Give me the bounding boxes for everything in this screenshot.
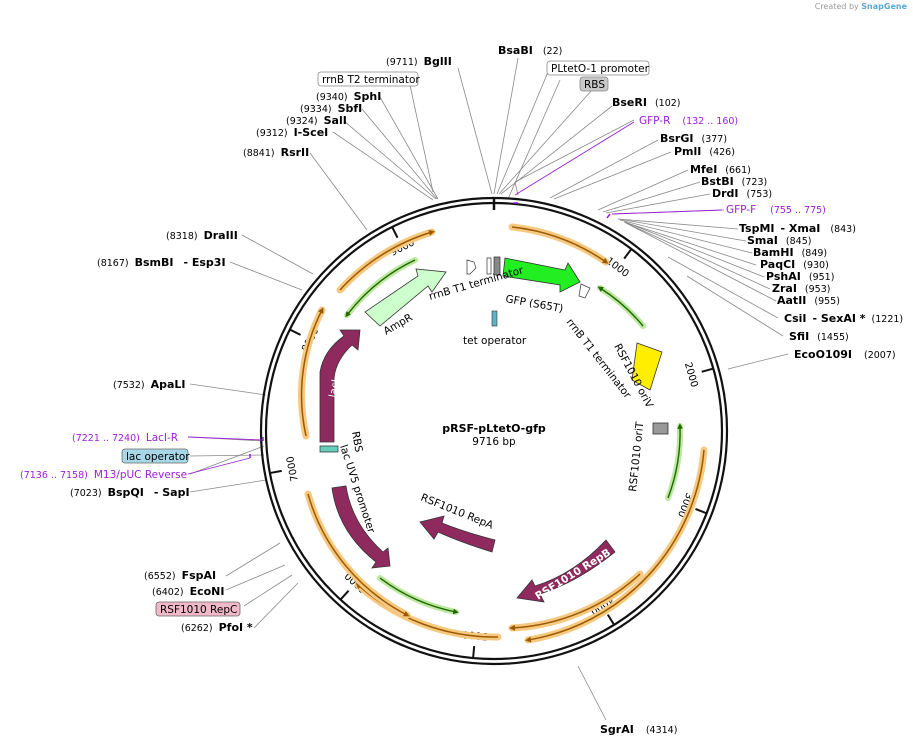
enzyme-aatii: AatII(955) <box>777 294 840 307</box>
snapgene-credit: Created by SnapGene <box>815 2 907 11</box>
tick-mark <box>701 367 714 373</box>
repb-feature[interactable] <box>516 539 616 603</box>
enzyme-bglii: (9711)BglII <box>386 55 452 68</box>
enzyme-tspmi: TspMI- XmaI(843) <box>739 222 856 235</box>
enzyme-sgrai: SgrAI(4314) <box>600 723 677 736</box>
enzyme-bseri: BseRI(102) <box>612 96 681 109</box>
enzyme-csii: CsiI- SexAI *(1221) <box>784 312 903 325</box>
primer-marks <box>249 202 611 458</box>
label-rbs-inner: RBS <box>349 430 365 453</box>
label-tet-operator: tet operator <box>463 335 527 347</box>
box-rsf1010-repc: RSF1010 RepC <box>160 604 237 616</box>
snapgene-logo: SnapGene <box>861 2 907 11</box>
enzyme-sphi: (9340)SphI <box>316 90 381 103</box>
label-gfp: GFP (S65T) <box>504 293 564 315</box>
tick-marks <box>269 226 714 659</box>
primer-m13-puc-reverse: (7136 .. 7158)M13/pUC Reverse <box>20 469 187 481</box>
label-repb: RSF1010 RepB <box>533 547 613 603</box>
enzyme-smai: SmaI(845) <box>747 234 811 247</box>
tick-mark <box>339 590 350 601</box>
enzyme-draiii: (8318)DraIII <box>166 229 238 242</box>
orf-track <box>298 223 708 644</box>
enzyme-drdi: DrdI(753) <box>712 187 772 200</box>
enzyme-sbfi: (9334)SbfI <box>300 102 362 115</box>
lac-uv5-region[interactable] <box>331 485 391 569</box>
enzyme-zrai: ZraI(953) <box>772 282 830 295</box>
enzyme-ecoo109i: EcoO109I(2007) <box>794 348 896 361</box>
enzyme-rsrii: (8841)RsrII <box>243 146 309 159</box>
orit-feature[interactable] <box>652 422 669 435</box>
primer-leaders <box>187 121 723 475</box>
enzyme-i-scei: (9312)I-SceI <box>256 126 328 139</box>
enzyme-pshai: PshAI(951) <box>766 270 834 283</box>
box-lac-operator: lac operator <box>126 451 190 463</box>
primer-gfp-f: GFP-F(755 .. 775) <box>726 204 826 216</box>
tick-mark <box>269 469 282 475</box>
enzyme-labels: BsaBI(22) BseRI(102) BsrGI(377) PmlI(426… <box>70 44 903 736</box>
box-rrnb-t2-terminator: rrnB T2 terminator <box>322 74 420 86</box>
tick-mark <box>472 645 476 659</box>
tick-mark <box>289 328 302 336</box>
laci-feature[interactable] <box>319 329 361 443</box>
label-orit: RSF1010 oriT <box>627 421 646 493</box>
plasmid-size: 9716 bp <box>472 436 516 448</box>
label-laci: lacI <box>327 378 342 398</box>
ampr-feature[interactable] <box>364 268 447 327</box>
tick-mark <box>606 614 615 626</box>
tick-mark <box>695 508 707 515</box>
enzyme-bsabi: BsaBI(22) <box>498 44 562 57</box>
green-orf-track <box>344 257 684 615</box>
box-rbs: RBS <box>584 79 605 91</box>
enzyme-mfei: MfeI(661) <box>690 163 751 176</box>
boxed-labels: rrnB T2 terminator PLtetO-1 promoter RBS… <box>121 60 650 617</box>
tick-mark <box>623 248 633 260</box>
enzyme-pmli: PmlI(426) <box>674 145 735 158</box>
enzyme-econi: (6402)EcoNI <box>152 585 224 598</box>
enzyme-bstbi: BstBI(723) <box>701 175 767 188</box>
primer-labels: GFP-R(132 .. 160) GFP-F(755 .. 775) (722… <box>20 115 826 481</box>
plasmid-name: pRSF-pLtetO-gfp <box>442 422 546 435</box>
enzyme-sali: (9324)SalI <box>286 114 347 127</box>
gfp-feature[interactable] <box>502 257 581 293</box>
box-pltet-promoter: PLtetO-1 promoter <box>551 63 650 75</box>
primer-laci-r: (7221 .. 7240)LacI-R <box>72 432 178 444</box>
enzyme-pfoi: (6262)PfoI * <box>181 621 253 634</box>
enzyme-bsmbi: (8167)BsmBI- Esp3I <box>97 256 226 269</box>
enzyme-fspai: (6552)FspAI <box>144 569 216 582</box>
enzyme-sfii: SfiI(1455) <box>789 330 849 343</box>
repa-feature[interactable] <box>419 515 496 553</box>
credit-text: Created by <box>814 2 859 11</box>
enzyme-bspqi: (7023)BspQI- SapI <box>70 486 190 499</box>
enzyme-apali: (7532)ApaLI <box>113 378 186 391</box>
primer-gfp-r: GFP-R(132 .. 160) <box>639 115 738 127</box>
tet-operator-feature[interactable] <box>491 310 498 327</box>
tick-mark <box>391 226 399 239</box>
enzyme-bamhi: BamHI(849) <box>753 246 827 259</box>
enzyme-bsrgi: BsrGI(377) <box>660 132 727 145</box>
oriv-feature[interactable] <box>631 342 663 391</box>
enzyme-paqci: PaqCI(930) <box>760 258 829 271</box>
terminator-glyphs <box>319 256 591 453</box>
tick-label: 7000 <box>285 455 301 482</box>
tick-label: 2000 <box>682 361 700 388</box>
